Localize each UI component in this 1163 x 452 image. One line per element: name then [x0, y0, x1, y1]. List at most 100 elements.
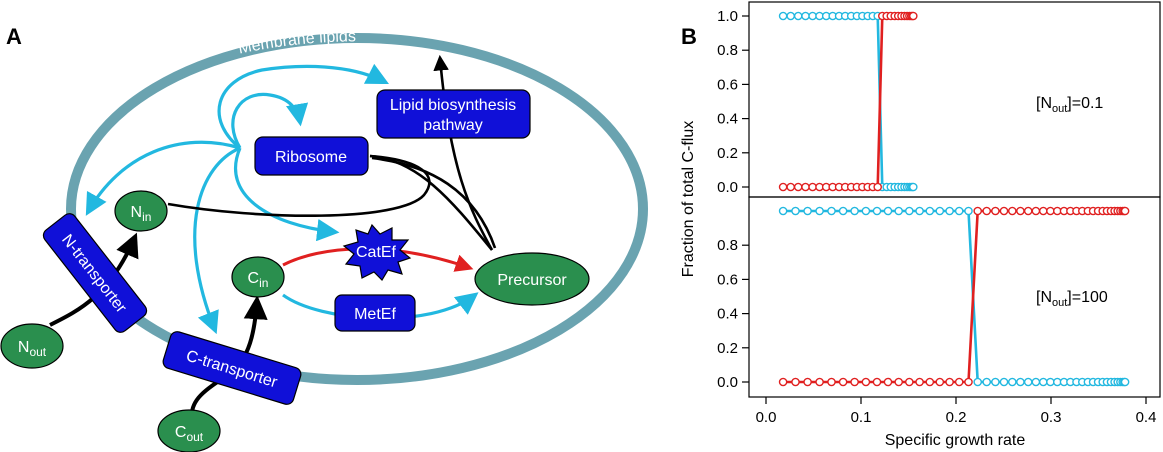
data-point [925, 206, 935, 216]
data-point [850, 206, 859, 216]
data-point [793, 182, 803, 192]
data-point [1031, 206, 1041, 216]
x-tick-label: 0.2 [946, 409, 967, 426]
data-point [883, 377, 893, 387]
panel-a: A Membrane lipids [0, 24, 648, 452]
precursor-label: Precursor [497, 272, 567, 289]
c-transporter-node: C-transporter [162, 331, 302, 405]
panel-b: B Fraction of total C-flux Specific grow… [680, 1, 1161, 449]
data-point [964, 206, 973, 216]
x-tick-label: 0.1 [851, 409, 872, 426]
arrow-precursor-to-membrane [433, 54, 494, 251]
data-point [1016, 377, 1025, 387]
data-point [945, 206, 954, 216]
series-line-1 [783, 14, 914, 189]
data-point [778, 377, 788, 387]
data-point [909, 11, 918, 21]
data-point [803, 377, 812, 387]
y-tick-label: 0.8 [717, 237, 738, 254]
top-annotation: [Nout]=0.1 [1036, 95, 1103, 115]
data-point [861, 206, 871, 216]
n-transporter-node: N-transporter [42, 213, 148, 333]
data-point [778, 206, 788, 216]
y-tick-label: 0.4 [717, 306, 738, 323]
data-point [1023, 377, 1033, 387]
data-point [991, 377, 1000, 387]
n-in-node: Nin [114, 190, 168, 232]
svg-text:Cin: Cin [248, 270, 269, 290]
c-in-sub: in [259, 276, 268, 290]
data-point [1023, 206, 1033, 216]
data-point [838, 377, 848, 387]
x-axis-label: Specific growth rate [885, 432, 1026, 449]
data-point [973, 206, 983, 216]
data-point [909, 182, 918, 192]
lipid-biosynthesis-node: Lipid biosynthesis pathway [376, 89, 531, 139]
series-line-0 [783, 14, 914, 189]
data-point [1120, 377, 1130, 387]
panel-a-label: A [6, 24, 22, 49]
arrow-to-ribosome [231, 92, 309, 149]
data-point [991, 206, 1000, 216]
data-point [915, 377, 924, 387]
ribosome-label: Ribosome [275, 149, 347, 166]
data-point [915, 206, 924, 216]
catef-label: CatEf [356, 244, 397, 261]
data-point [999, 377, 1009, 387]
data-point [1008, 206, 1017, 216]
data-point [945, 377, 954, 387]
data-point [905, 206, 914, 216]
bottom-annotation: [Nout]=100 [1036, 289, 1108, 309]
arrow-to-c-transporter [193, 146, 241, 335]
ribosome-node: Ribosome [254, 136, 369, 176]
cyan-arrows [85, 63, 479, 335]
data-point [999, 206, 1009, 216]
data-point [954, 206, 964, 216]
metef-node: MetEf [334, 294, 416, 332]
data-point [905, 377, 914, 387]
data-point [827, 377, 836, 387]
y-tick-label: 0.0 [717, 374, 738, 391]
data-point [872, 377, 882, 387]
x-tick-label: 0.3 [1041, 409, 1062, 426]
y-tick-label: 0.2 [717, 340, 738, 357]
lipid-label-line2: pathway [423, 117, 483, 134]
black-arrows [167, 54, 497, 251]
c-out-base: C [175, 424, 187, 441]
x-tick-label: 0.4 [1136, 409, 1157, 426]
data-point [838, 206, 848, 216]
data-point [850, 377, 859, 387]
bottom-plot-frame [748, 196, 1161, 398]
data-point [801, 11, 810, 21]
data-point [982, 377, 992, 387]
data-point [935, 206, 945, 216]
arrow-to-n-transporter [85, 140, 241, 216]
data-point [872, 206, 882, 216]
catef-node: CatEf [342, 223, 412, 281]
y-tick-label: 1.0 [717, 8, 738, 25]
n-in-sub: in [142, 210, 151, 224]
n-out-node: Nout [0, 323, 64, 369]
data-point [982, 206, 992, 216]
cell-membrane [66, 33, 648, 385]
precursor-node: Precursor [474, 252, 590, 306]
data-point [873, 182, 883, 192]
data-point [786, 11, 796, 21]
y-tick-label: 0.0 [717, 179, 738, 196]
data-point [1039, 206, 1048, 216]
c-out-node: Cout [157, 409, 221, 452]
data-point [1046, 206, 1055, 216]
data-point [1039, 377, 1048, 387]
data-point [827, 206, 836, 216]
data-point [1008, 377, 1017, 387]
metef-label: MetEf [354, 306, 396, 323]
y-tick-label: 0.4 [717, 111, 738, 128]
data-point [791, 206, 800, 216]
y-tick-label: 0.8 [717, 42, 738, 59]
data-point [883, 206, 893, 216]
data-point [1016, 206, 1025, 216]
svg-text:Nout: Nout [18, 339, 47, 359]
data-point [964, 377, 973, 387]
y-tick-label: 0.6 [717, 271, 738, 288]
